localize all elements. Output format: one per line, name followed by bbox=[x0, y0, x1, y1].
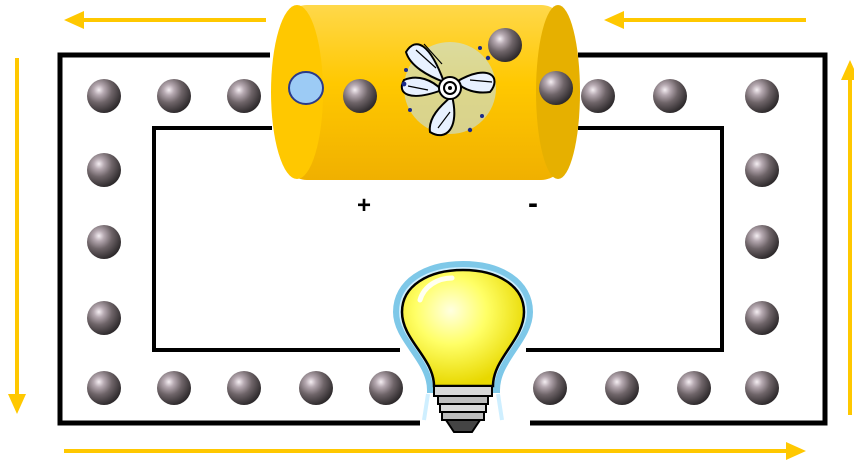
arrow-top-right bbox=[604, 11, 806, 29]
positive-terminal-label: + bbox=[357, 192, 371, 219]
electron-ball-icon bbox=[605, 371, 639, 405]
electron-ball-icon bbox=[87, 153, 121, 187]
negative-terminal-label: - bbox=[528, 187, 538, 220]
arrow-top-left bbox=[64, 11, 266, 29]
electron-ball-icon bbox=[227, 79, 261, 113]
electron-ball-icon bbox=[745, 79, 779, 113]
electron-ball-icon bbox=[343, 79, 377, 113]
electron-ball-icon bbox=[369, 371, 403, 405]
electron-ball-icon bbox=[533, 371, 567, 405]
battery-positive-terminal bbox=[288, 71, 324, 105]
current-flow-arrows bbox=[8, 11, 854, 460]
electron-ball-icon bbox=[745, 225, 779, 259]
electron-ball-icon bbox=[745, 371, 779, 405]
inner-wire bbox=[152, 126, 724, 352]
light-bulb-icon bbox=[392, 260, 534, 433]
electron-ball-icon bbox=[87, 301, 121, 335]
battery-electron-group bbox=[343, 28, 573, 113]
electron-ball-icon bbox=[87, 79, 121, 113]
electron-ball-icon bbox=[581, 79, 615, 113]
arrow-bottom-right bbox=[64, 442, 806, 460]
electron-ball-icon bbox=[157, 371, 191, 405]
electron-ball-icon bbox=[87, 371, 121, 405]
electron-ball-icon bbox=[488, 28, 522, 62]
electron-ball-icon bbox=[653, 79, 687, 113]
electron-group bbox=[87, 79, 779, 405]
arrow-right-up bbox=[841, 60, 854, 415]
electron-ball-icon bbox=[677, 371, 711, 405]
electron-ball-icon bbox=[227, 371, 261, 405]
electron-ball-icon bbox=[745, 301, 779, 335]
electron-ball-icon bbox=[299, 371, 333, 405]
arrow-left-down bbox=[8, 58, 26, 414]
fan-icon bbox=[400, 42, 496, 137]
outer-wire bbox=[57, 52, 828, 426]
electron-ball-icon bbox=[745, 153, 779, 187]
electron-ball-icon bbox=[157, 79, 191, 113]
electron-ball-icon bbox=[539, 71, 573, 105]
electron-ball-icon bbox=[87, 225, 121, 259]
